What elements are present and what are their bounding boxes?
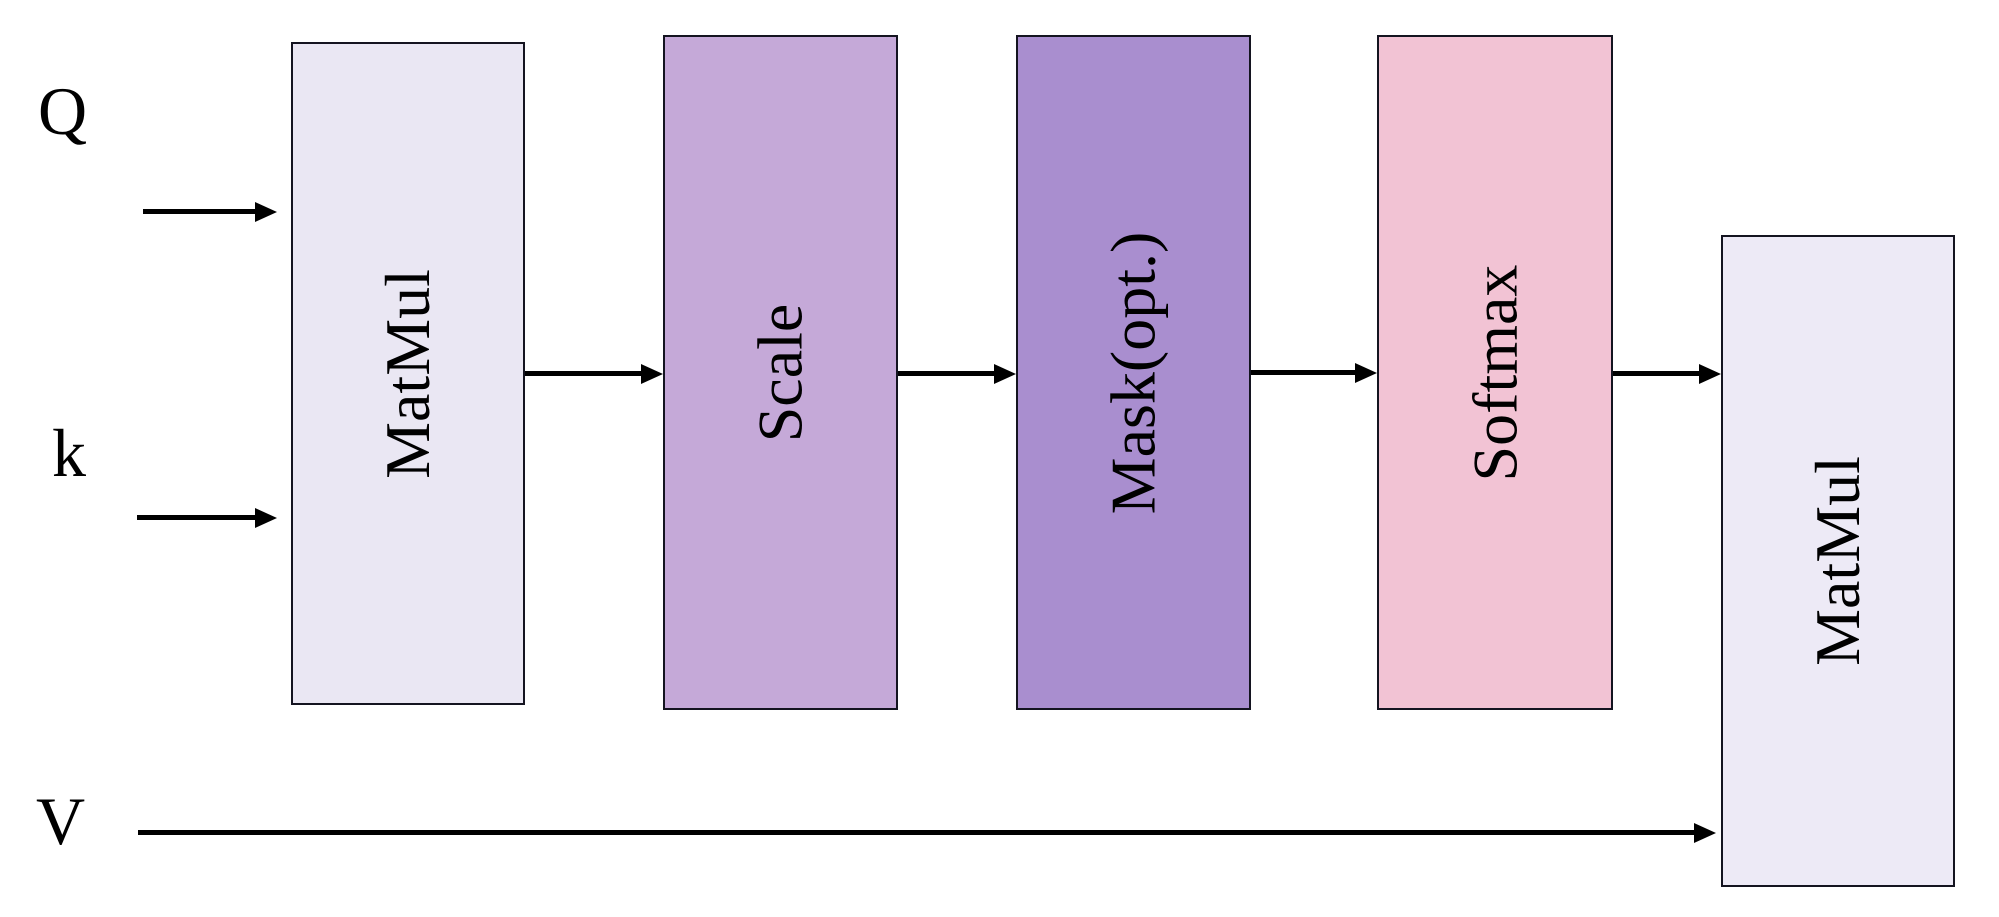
arrow-v-to-matmul2-icon: [138, 830, 1694, 835]
arrow-matmul1-to-scale-icon: [525, 371, 641, 376]
arrow-k-to-matmul1-icon: [137, 515, 255, 520]
arrow-softmax-to-matmul2-icon: [1613, 371, 1699, 376]
block-softmax-label: Softmax: [1459, 264, 1530, 481]
block-matmul-1: MatMul: [291, 42, 525, 705]
block-scale-label: Scale: [744, 303, 816, 442]
arrow-q-to-matmul1-icon: [143, 209, 255, 214]
input-label-k: k: [52, 415, 86, 491]
block-softmax: Softmax: [1377, 35, 1613, 710]
block-mask-opt: Mask(opt.): [1016, 35, 1251, 710]
block-matmul-1-label: MatMul: [372, 268, 443, 479]
block-matmul-2: MatMul: [1721, 235, 1955, 887]
input-label-v: V: [36, 783, 86, 859]
block-scale: Scale: [663, 35, 898, 710]
block-mask-opt-label: Mask(opt.): [1097, 231, 1169, 514]
block-matmul-2-label: MatMul: [1802, 456, 1873, 666]
arrow-scale-to-mask-icon: [898, 371, 994, 376]
input-label-q: Q: [38, 73, 88, 149]
arrow-mask-to-softmax-icon: [1251, 370, 1355, 375]
